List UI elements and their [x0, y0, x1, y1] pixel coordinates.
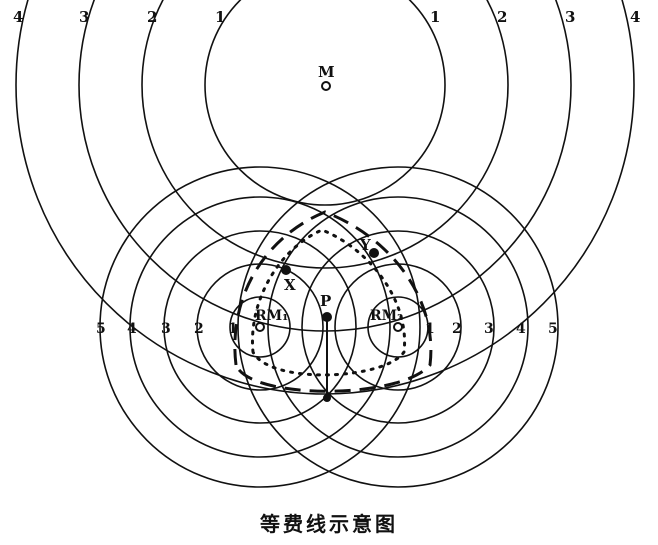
- market-ring-label: 2: [497, 8, 507, 26]
- rm2-isotim-5: [237, 166, 559, 488]
- rm2-isotim-3: [301, 230, 495, 424]
- rm2-isotim-4: [267, 196, 529, 458]
- p-point: [322, 312, 332, 322]
- isodapane-dashed: [233, 210, 433, 393]
- market-isotims: [15, 0, 635, 395]
- source-ring-label: 3: [484, 321, 494, 337]
- p-label: P: [320, 292, 331, 310]
- market-ring-label: 1: [430, 8, 440, 26]
- isodapane-dotted: [250, 228, 407, 377]
- y-label: Y: [359, 236, 371, 254]
- market-ring-labels-left: 1 2 3 4: [13, 8, 225, 26]
- market-ring-label: 3: [565, 8, 575, 26]
- x-point: [281, 265, 291, 275]
- source-ring-label: 2: [452, 321, 462, 337]
- market-point: [321, 81, 331, 91]
- source-ring-labels-left: 1 2 3 4 5: [96, 321, 238, 337]
- source-ring-label: 5: [96, 321, 106, 337]
- market-ring-label: 1: [215, 8, 225, 26]
- market-ring-label: 4: [13, 8, 23, 26]
- market-ring-labels-right: 1 2 3 4: [430, 8, 640, 26]
- rm1-label: RM₁: [255, 308, 288, 324]
- source-ring-label: 5: [548, 321, 558, 337]
- rm2-label: RM₂: [370, 308, 403, 324]
- market-label: M: [318, 63, 335, 81]
- market-ring-label: 2: [147, 8, 157, 26]
- points: [255, 81, 403, 402]
- y-point: [369, 248, 379, 258]
- source-ring-label: 3: [161, 321, 171, 337]
- market-ring-label: 4: [630, 8, 640, 26]
- market-isotim-1: [204, 0, 446, 206]
- rm2-point: [393, 322, 403, 332]
- source-ring-labels-right: 1 2 3 4 5: [425, 321, 558, 337]
- market-isotim-3: [78, 0, 572, 332]
- x-label: X: [284, 276, 296, 294]
- source-ring-label: 4: [516, 321, 526, 337]
- market-isotim-2: [141, 0, 509, 269]
- rm1-point: [255, 322, 265, 332]
- rm1-isotim-5: [99, 166, 421, 488]
- market-isotim-4: [15, 0, 635, 395]
- source-2-isotims: [237, 166, 559, 488]
- rm1-isotim-4: [129, 196, 391, 458]
- bottom-point: [323, 394, 331, 402]
- figure-caption: 等费线示意图: [260, 512, 398, 536]
- market-ring-label: 3: [79, 8, 89, 26]
- rm1-isotim-3: [163, 230, 357, 424]
- source-ring-label: 2: [194, 321, 204, 337]
- source-ring-label: 4: [127, 321, 137, 337]
- source-ring-label: 1: [228, 321, 238, 337]
- source-ring-label: 1: [425, 321, 435, 337]
